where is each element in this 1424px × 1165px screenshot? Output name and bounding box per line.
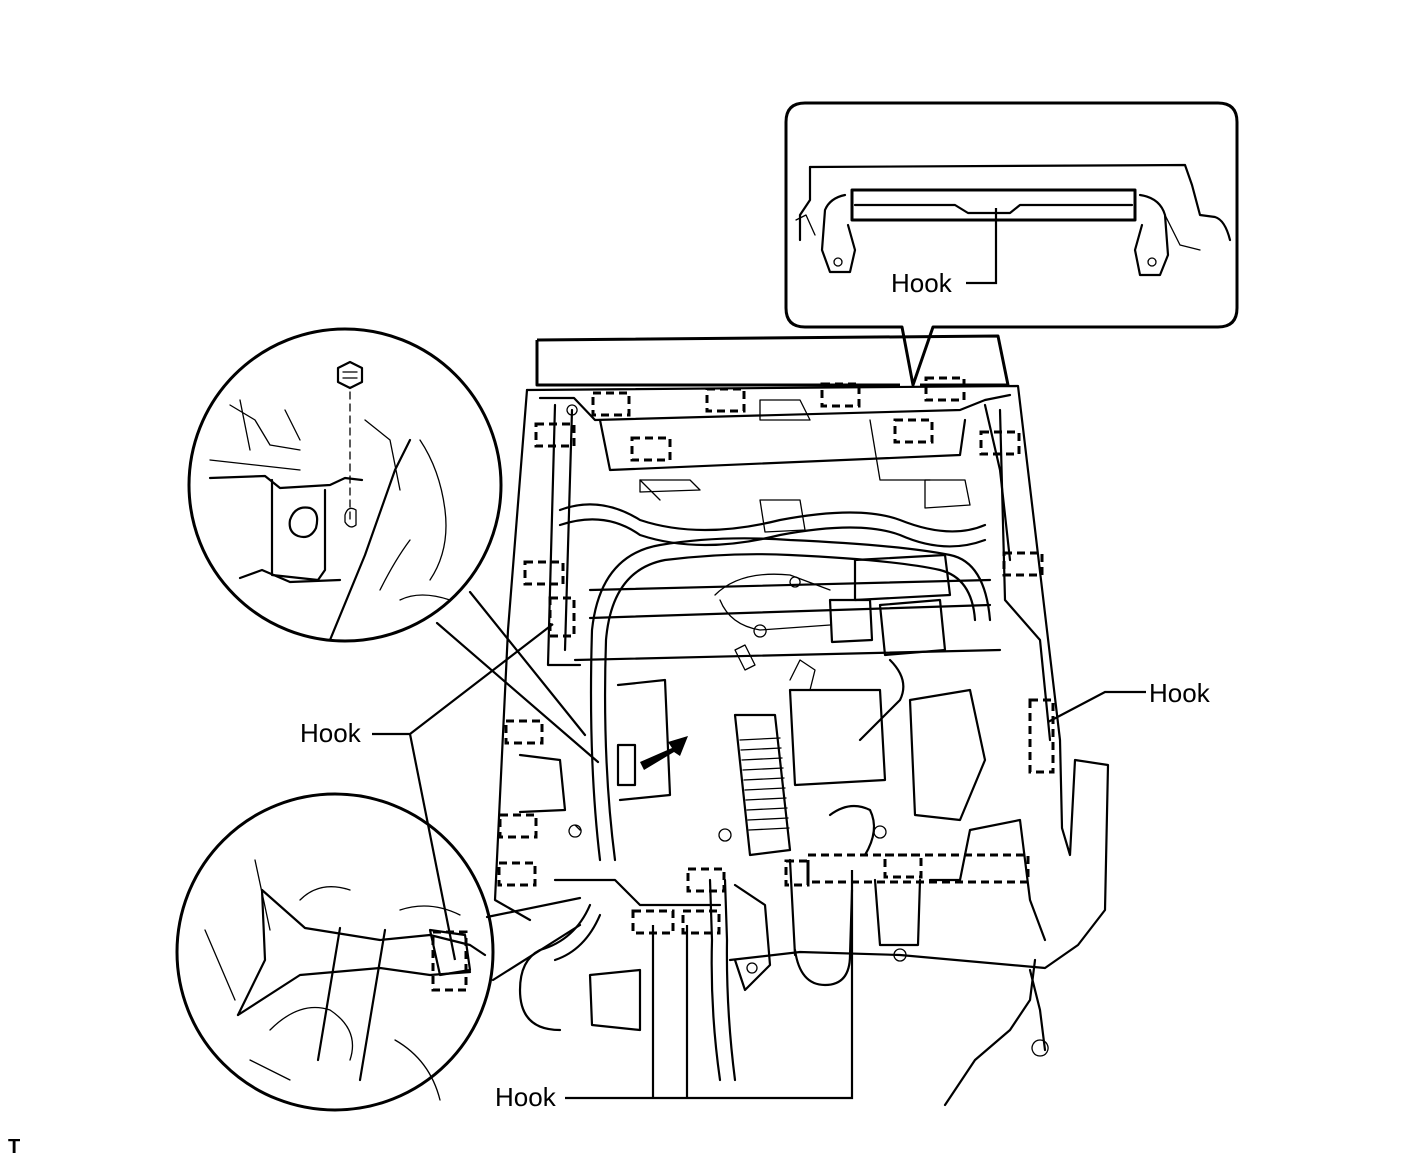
top-detail-inset [784,101,1239,387]
hook-marker [820,382,861,408]
hook-marker [686,867,726,893]
footer-code: T [8,1136,21,1158]
hook-marker [1028,698,1055,774]
hook-marker [630,436,672,462]
hook-marker [681,909,721,935]
hook-marker [497,861,537,887]
hook-marker [806,853,1030,884]
hook-label-bottom: Hook [495,1082,556,1112]
hook-marker [504,719,544,745]
hook-marker [523,560,565,586]
hook-label-left: Hook [300,718,361,748]
hook-marker [979,430,1021,456]
seat-frame-body [493,334,1110,1107]
hook-marker [893,418,934,444]
upper-magnifier-circle [187,327,600,764]
hook-marker [924,376,966,402]
hook-marker [548,596,576,638]
direction-arrow-icon [640,736,688,770]
hook-marker [591,391,631,417]
lower-magnifier-circle [175,792,582,1112]
hook-marker [705,387,746,413]
hook-marker [498,813,538,839]
hook-label-inset: Hook [891,268,952,298]
hook-marker [883,853,923,879]
leader-lines [372,623,1146,1100]
hook-marker [1002,551,1044,577]
hook-markers [497,376,1055,935]
hook-marker [534,422,576,448]
hook-label-right: Hook [1149,678,1210,708]
